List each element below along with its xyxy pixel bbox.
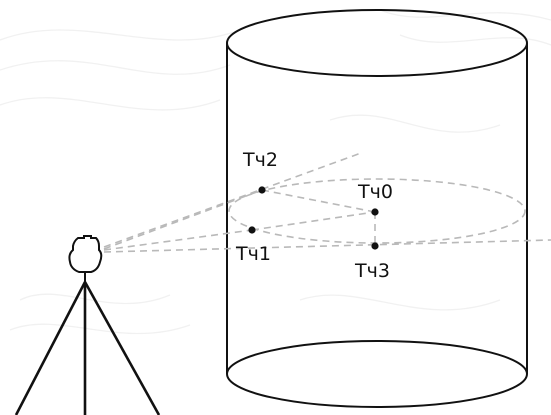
tripod-leg-left	[14, 281, 87, 415]
point-tch3	[371, 242, 379, 250]
scanner-icon	[68, 235, 103, 273]
sight-line-tch2	[103, 189, 263, 250]
sight-line-lower	[103, 239, 551, 253]
label-tch1: Тч1	[235, 243, 271, 265]
section-ellipse	[228, 178, 526, 244]
cylinder-top-ellipse	[226, 9, 528, 77]
sight-line-tch1	[103, 229, 253, 251]
point-tch1	[248, 226, 256, 234]
point-tch2	[258, 186, 266, 194]
link-tch1-tch0	[251, 211, 376, 231]
measurement-points: Тч0 Тч1 Тч2 Тч3	[235, 149, 393, 282]
label-tch3: Тч3	[354, 260, 390, 282]
sight-line-upper	[103, 152, 362, 248]
point-tch0	[371, 208, 379, 216]
cylinder	[226, 9, 528, 408]
scanner-tripod	[14, 235, 161, 415]
sight-lines	[103, 152, 551, 253]
cylinder-bottom-ellipse	[226, 340, 528, 408]
label-tch0: Тч0	[357, 181, 393, 203]
label-tch2: Тч2	[242, 149, 278, 171]
tripod-leg-right	[83, 281, 161, 415]
